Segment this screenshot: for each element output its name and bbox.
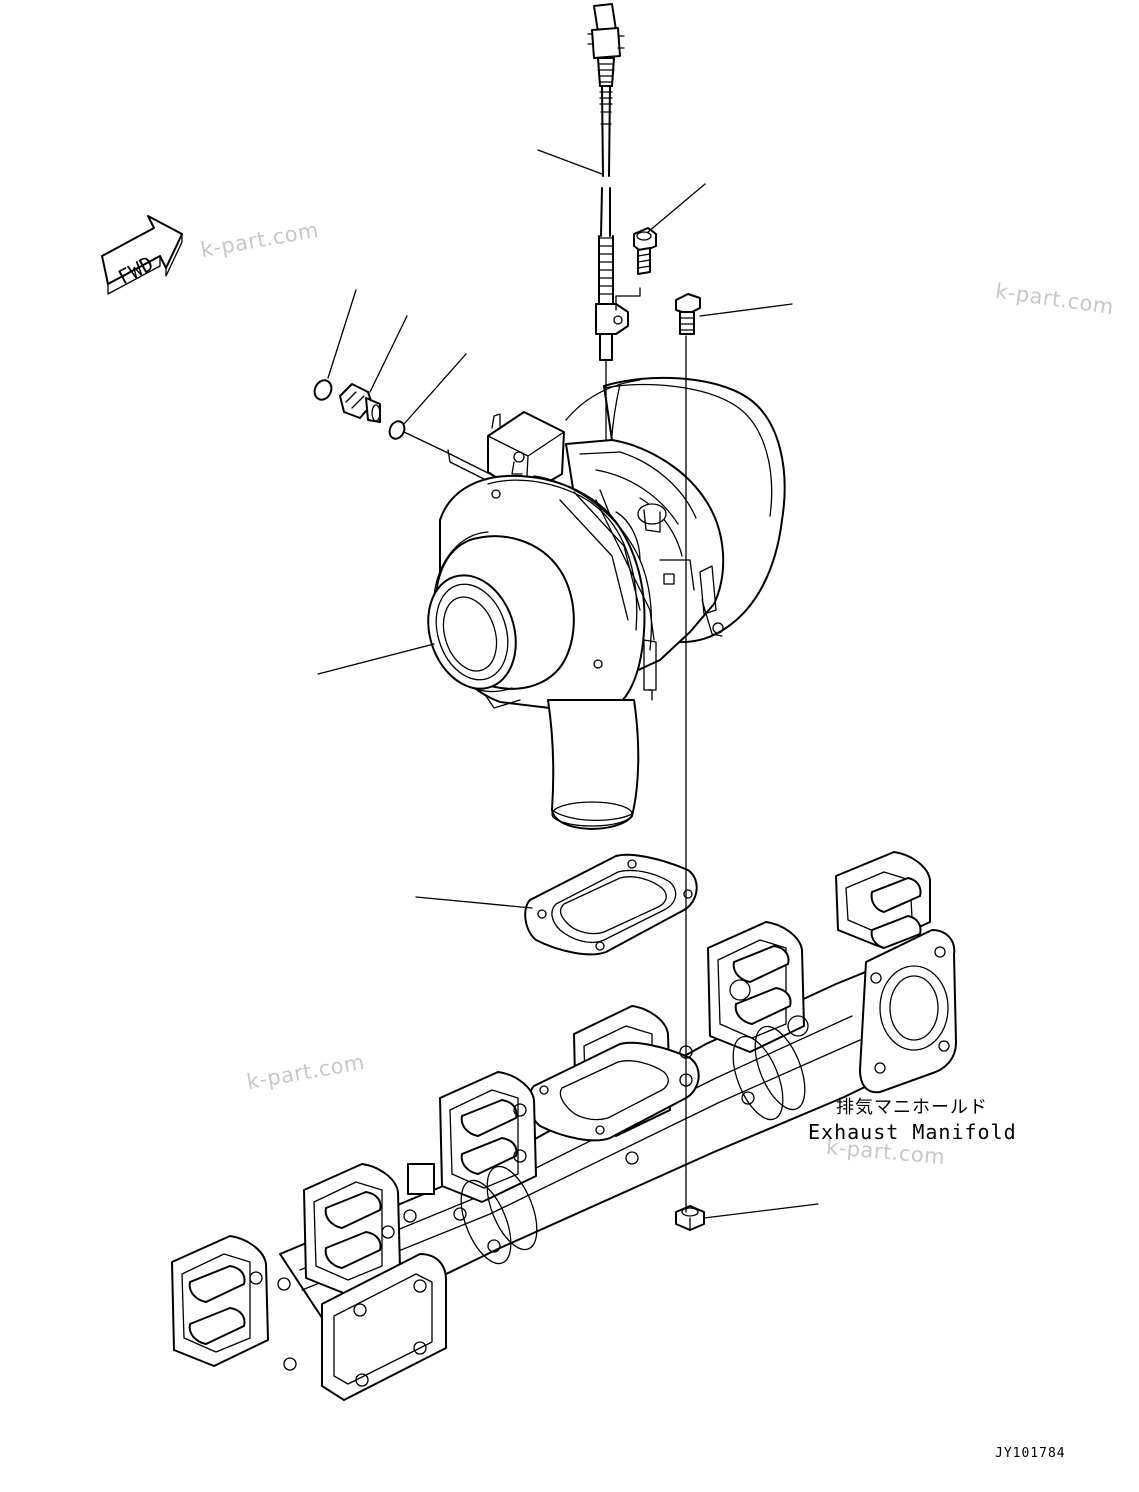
o-ring-right[interactable] bbox=[387, 419, 407, 441]
fwd-arrow-icon: FWD bbox=[101, 215, 183, 295]
turbo-mounting-stud-bolt[interactable] bbox=[675, 293, 701, 335]
fwd-label: FWD bbox=[114, 251, 157, 289]
turbo-mounting-nut[interactable] bbox=[675, 1205, 705, 1231]
turbocharger-assembly[interactable] bbox=[414, 376, 786, 830]
turbo-speed-sensor[interactable] bbox=[587, 3, 641, 361]
o-ring-left[interactable] bbox=[312, 378, 335, 403]
leader-lines bbox=[317, 149, 819, 1219]
turbocharger-gasket[interactable] bbox=[524, 853, 698, 956]
assembly-guide-lines bbox=[403, 335, 687, 1213]
adapter-fitting[interactable] bbox=[339, 383, 381, 423]
exhaust-manifold bbox=[171, 851, 957, 1401]
sensor-mounting-bolt[interactable] bbox=[633, 227, 657, 275]
manifold-caption-english: Exhaust Manifold bbox=[808, 1120, 1017, 1144]
manifold-caption-japanese: 排気マニホールド bbox=[836, 1097, 988, 1118]
drawing-code: JY101784 bbox=[995, 1446, 1066, 1461]
